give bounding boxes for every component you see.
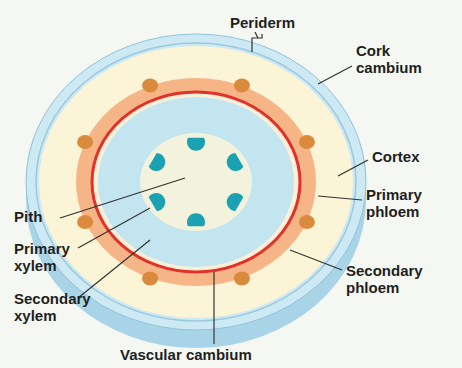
part-label: Periderm	[230, 14, 320, 31]
leader-line	[290, 250, 342, 270]
primary-phloem-group	[77, 79, 315, 286]
leader-line	[78, 208, 150, 248]
primary-phloem-bundle	[299, 135, 315, 149]
leader-line	[60, 178, 185, 218]
leader-lines	[60, 32, 368, 344]
primary-phloem-bundle	[77, 215, 93, 229]
leader-line	[318, 66, 352, 84]
part-label: Primary xylem	[14, 240, 94, 274]
primary-xylem-bundle	[148, 190, 168, 212]
primary-xylem-bundle	[223, 152, 243, 174]
part-label: Cortex	[372, 148, 442, 165]
primary-xylem-group	[148, 138, 244, 227]
primary-phloem-bundle	[234, 79, 250, 93]
vascular-cambium-ring	[92, 92, 300, 272]
primary-phloem-bundle	[299, 215, 315, 229]
part-label: Pith	[14, 208, 74, 225]
cork-cambium-ring	[36, 43, 356, 321]
primary-phloem-bundle	[234, 272, 250, 286]
part-label: Secondary phloem	[346, 262, 446, 296]
primary-phloem-bundle	[142, 79, 158, 93]
part-label: Cork cambium	[356, 42, 446, 76]
leader-line	[78, 240, 150, 298]
part-label: Vascular cambium	[120, 346, 300, 363]
cortex	[39, 46, 353, 318]
primary-phloem-bundle	[77, 135, 93, 149]
primary-xylem-bundle	[223, 190, 243, 212]
part-label: Secondary xylem	[14, 290, 94, 324]
secondary-phloem-ring	[76, 78, 316, 286]
leader-line	[338, 160, 368, 176]
periderm-leader	[255, 32, 258, 38]
primary-xylem-bundle	[148, 152, 168, 174]
primary-xylem-bundle	[187, 213, 205, 226]
primary-xylem-bundle	[187, 138, 205, 151]
part-label: Primary phloem	[366, 186, 456, 220]
secondary-xylem	[98, 97, 294, 267]
pith	[140, 133, 252, 231]
leader-line	[213, 272, 214, 344]
periderm-ring	[26, 34, 366, 330]
leader-line	[318, 196, 362, 200]
primary-phloem-bundle	[142, 272, 158, 286]
